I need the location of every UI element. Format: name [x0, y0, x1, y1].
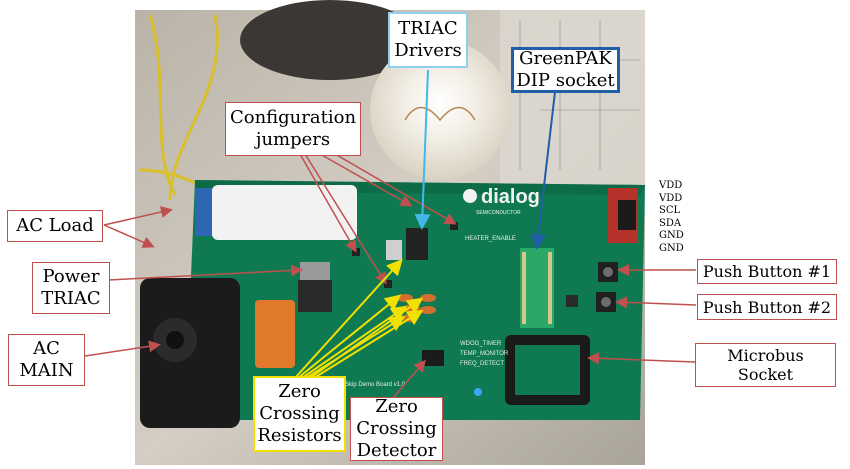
svg-text:HEATER_ENABLE: HEATER_ENABLE — [465, 236, 516, 242]
label-power-triac: Power TRIAC — [32, 262, 110, 314]
status-led — [474, 388, 482, 396]
light-bulb — [370, 40, 510, 180]
pin-label: VDD — [659, 192, 683, 204]
silk-title: Skip Demo Board v1.0 — [345, 382, 406, 388]
svg-text:TEMP_MONITOR: TEMP_MONITOR — [460, 351, 509, 357]
header-pin-labels: VDD VDD SCL SDA GND GND — [659, 180, 684, 256]
label-ac-load: AC Load — [7, 210, 103, 242]
svg-text:FREQ_DETECT: FREQ_DETECT — [460, 361, 504, 367]
svg-text:WDOG_TIMER: WDOG_TIMER — [460, 341, 502, 347]
label-push-button-1: Push Button #1 — [697, 259, 837, 284]
label-triac-drivers: TRIAC Drivers — [388, 12, 468, 68]
label-configuration-jumpers: Configuration jumpers — [225, 102, 361, 156]
label-zero-crossing-resistors: Zero Crossing Resistors — [253, 376, 346, 452]
triac-driver-chip — [406, 228, 428, 260]
pin-label: SCL — [659, 205, 681, 217]
pin-label: SDA — [659, 217, 682, 229]
dialog-logo: dialog — [481, 186, 540, 208]
terminal-block — [195, 188, 213, 236]
x-capacitor — [255, 300, 295, 368]
film-capacitor — [212, 185, 357, 240]
svg-text:SEMICONDUCTOR: SEMICONDUCTOR — [476, 210, 521, 216]
power-triac-component — [298, 280, 332, 312]
pin-label: GND — [659, 230, 684, 242]
label-microbus-socket: Microbus Socket — [695, 343, 836, 387]
label-push-button-2: Push Button #2 — [697, 294, 837, 320]
lamp-socket — [240, 0, 420, 80]
zero-crossing-chip — [422, 350, 444, 366]
label-greenpak-dip-socket: GreenPAK DIP socket — [511, 47, 620, 93]
label-zero-crossing-detector: Zero Crossing Detector — [350, 396, 443, 461]
label-ac-main: AC MAIN — [8, 334, 85, 386]
pin-label: VDD — [659, 180, 683, 191]
pin-label: GND — [659, 242, 684, 254]
